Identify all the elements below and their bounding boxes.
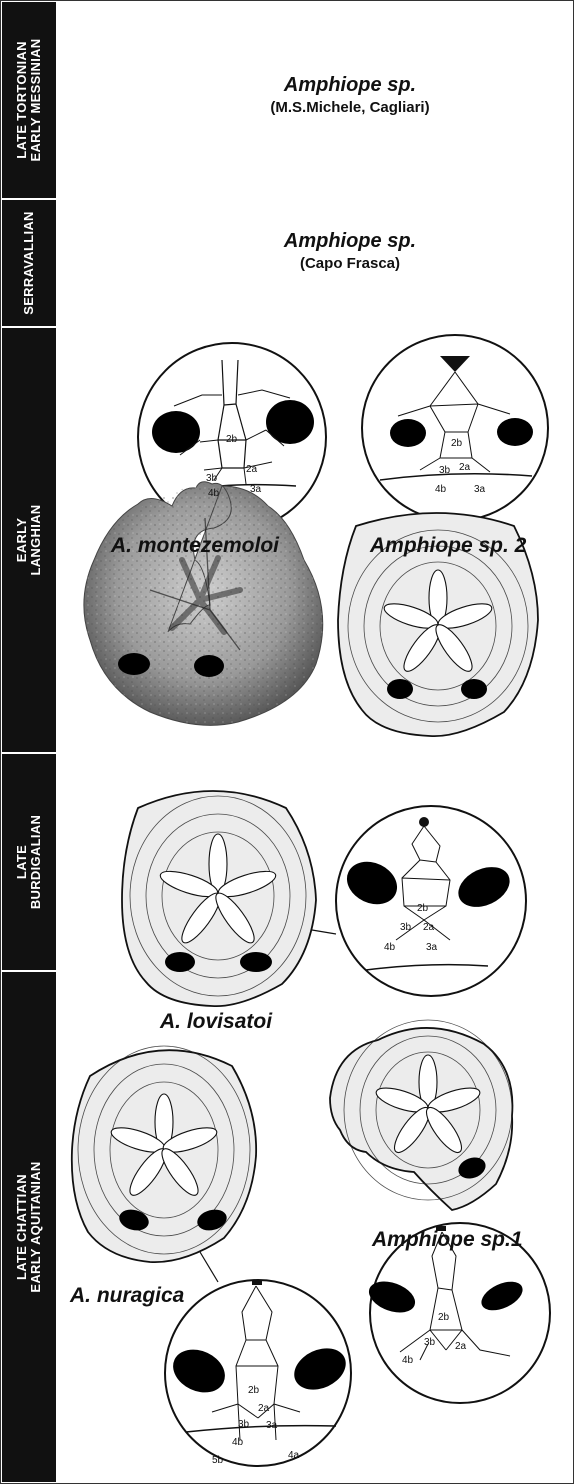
lunule-left [152,411,200,453]
plate-code: 2b [226,434,238,445]
plate-code: 2b [451,438,463,449]
plate-code: 2a [423,922,435,933]
plate-code: 3b [439,465,451,476]
plate-code: 3a [426,942,438,953]
lunule-right [266,400,314,444]
plate-code: 3b [206,473,218,484]
madreporite [419,817,429,827]
plate-code: 2a [459,462,471,473]
lunule-right [497,418,533,446]
plate-code: 4a [288,1450,300,1461]
plate-detail-nuragica [165,1280,353,1466]
taxon-label-lovisatoi: A. lovisatoi [160,1010,272,1034]
plate-code: 3a [266,1420,278,1431]
plate-code: 4b [384,942,396,953]
plate-code: 3b [424,1337,436,1348]
test-drawing-lovisatoi [122,791,336,1006]
plate-code: 3a [474,484,486,495]
plate-code: 5b [212,1455,224,1466]
taxon-label-sp2: Amphiope sp. 2 [370,534,526,558]
plate-code: 2a [246,464,258,475]
plate-code: 2a [455,1341,467,1352]
lunule-right [240,952,272,972]
plate-code: 2b [417,903,429,914]
plate-code: 2b [438,1312,450,1323]
plate-code: 4b [232,1437,244,1448]
plate-code: 3b [238,1419,250,1430]
plate-code: 3a [250,484,262,495]
lunule-left [118,653,150,675]
lunule-right [194,655,224,677]
plate-code: 4b [402,1355,414,1366]
plate-code: 4b [208,488,220,499]
lunule-right [461,679,487,699]
plate-detail-lovisatoi [336,806,526,996]
photo-specimen-montezemoloi [84,482,323,726]
plate-detail-sp2 [362,335,548,521]
taxon-label-sp1: Amphiope sp.1 [372,1228,523,1252]
test-drawing-nuragica [72,1046,256,1282]
madreporite [252,1280,262,1285]
taxon-label-nuragica: A. nuragica [70,1284,184,1308]
lunule-left [387,679,413,699]
plate-code: 2a [258,1403,270,1414]
taxon-label-montezemoloi: A. montezemoloi [111,534,279,558]
plate-code: 4b [435,484,447,495]
plate-code: 3b [400,922,412,933]
plate-code: 2b [248,1385,260,1396]
test-drawing-sp1 [330,1020,512,1210]
lunule-left [390,419,426,447]
lunule-left [165,952,195,972]
